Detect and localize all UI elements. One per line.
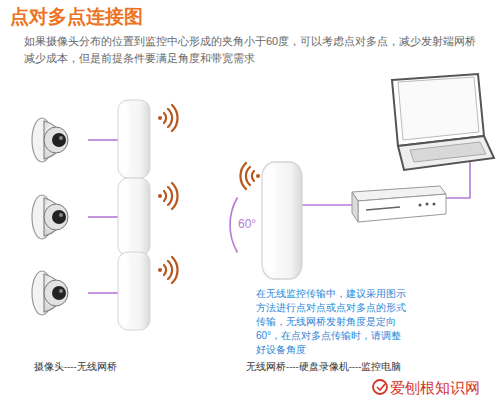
watermark-logo <box>373 380 387 394</box>
intro-note: 如果摄像头分布的位置到监控中心形成的夹角小于60度，可以考虑点对多点，减少发射端… <box>24 33 482 67</box>
device-caption: 摄像头----无线网桥 <box>34 361 117 373</box>
angle-label: 60° <box>238 217 256 233</box>
nvr-recorder <box>352 186 446 222</box>
dome-camera <box>32 271 68 315</box>
wifi-signal <box>240 163 260 189</box>
dome-camera <box>32 195 68 239</box>
advice-note: 在无线监控传输中，建议采用图示方法进行点对点或点对多点的形式传输，无线网桥发射角… <box>256 287 406 357</box>
laptop <box>392 74 494 170</box>
wireless-bridge <box>118 100 150 178</box>
wifi-signal <box>158 183 178 209</box>
central-bridge <box>262 162 302 279</box>
angle-arc <box>230 198 237 253</box>
wifi-signal <box>158 105 178 131</box>
wifi-signal <box>158 257 178 283</box>
wireless-bridge <box>118 178 150 256</box>
device-caption: 无线网桥----硬盘录像机----监控电脑 <box>246 361 401 373</box>
dome-camera <box>32 118 68 162</box>
wireless-bridge <box>118 252 150 330</box>
title: 点对多点连接图 <box>10 4 143 30</box>
watermark: 爱刨根知识网 <box>390 378 480 398</box>
